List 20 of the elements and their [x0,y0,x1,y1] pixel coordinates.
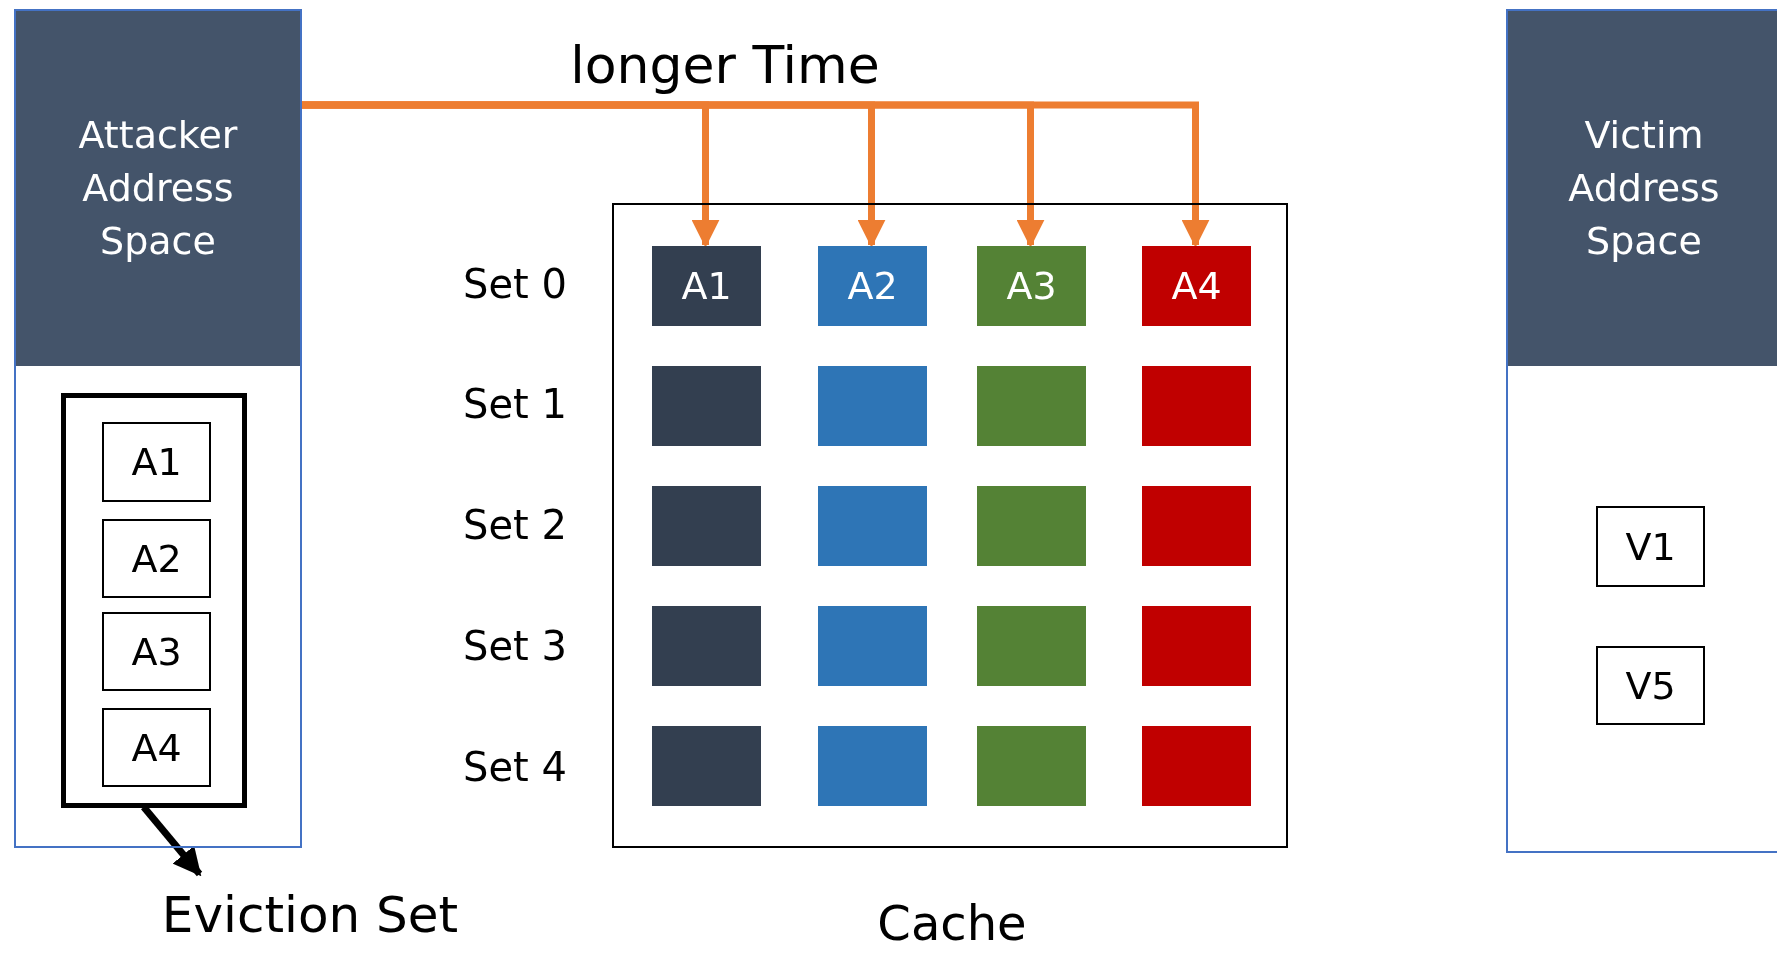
arrow [302,101,1210,248]
address-space-panel [1506,9,1777,853]
address-entry: V1 [1596,506,1705,587]
timing-label: longer Time [569,34,881,97]
address-space-panel [14,9,302,848]
set-label: Set 2 [462,501,568,550]
eviction-set-label: Eviction Set [160,884,460,946]
set-label: Set 3 [462,622,568,671]
set-label: Set 1 [462,380,568,429]
address-entry: A2 [102,519,211,598]
cache-title: Cache [876,894,1028,953]
set-label: Set 4 [462,743,568,792]
address-entry: V5 [1596,646,1705,725]
address-entry: A4 [102,708,211,787]
eviction-set-box [61,393,247,808]
address-entry: A3 [102,612,211,691]
panel-heading: Attacker Address Space [16,11,300,366]
set-label: Set 0 [462,260,568,309]
address-entry: A1 [102,422,211,502]
panel-heading: Victim Address Space [1508,11,1777,366]
